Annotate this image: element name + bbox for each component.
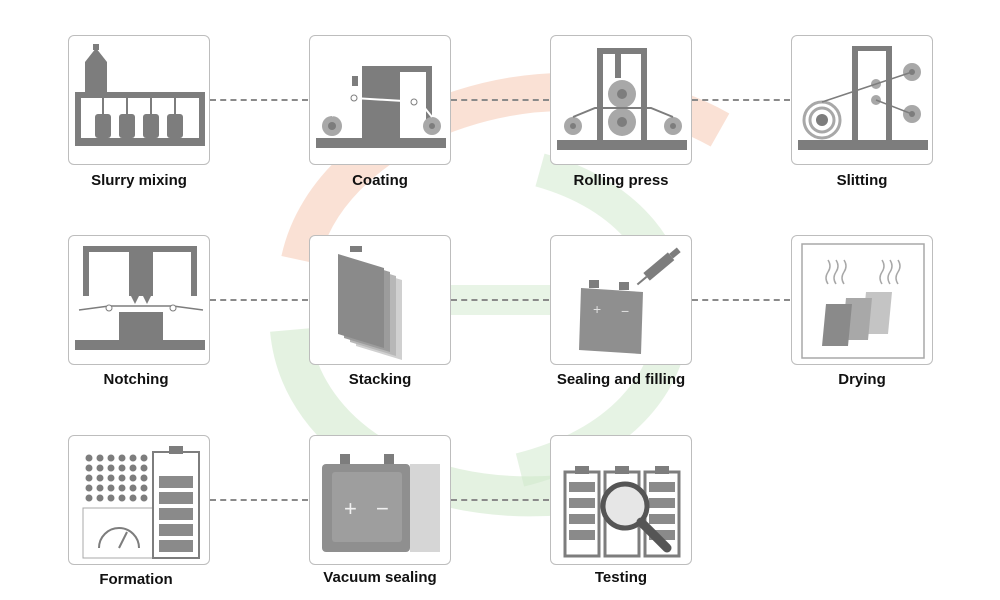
connector-line [451, 499, 549, 501]
svg-text:+: + [593, 301, 601, 317]
cell-dot [96, 464, 104, 472]
rolling-press-icon [557, 48, 687, 150]
step-label: Stacking [348, 371, 412, 388]
svg-text:−: − [376, 496, 389, 521]
step-card-slurry-mixing [68, 35, 210, 165]
testing-icon [563, 466, 681, 558]
vacuum-sealing-icon: + − [322, 454, 440, 552]
step-label: Drying [838, 371, 886, 388]
step-card-drying [791, 235, 933, 365]
cell-dot [85, 484, 93, 492]
cell-dot [129, 484, 137, 492]
cell-dot [118, 484, 126, 492]
cell-dot [96, 494, 104, 502]
connector-line [210, 99, 308, 101]
cell-dot [129, 494, 137, 502]
cell-dot [107, 464, 115, 472]
step-card-slitting [791, 35, 933, 165]
connector-line [210, 499, 308, 501]
cell-dot [96, 474, 104, 482]
cell-dot [107, 454, 115, 462]
slurry-mixing-icon [75, 44, 205, 146]
cell-dot [129, 454, 137, 462]
cell-dot [118, 474, 126, 482]
step-label: Notching [103, 371, 169, 388]
connector-line [451, 299, 549, 301]
coating-icon [316, 66, 446, 148]
cell-dot [107, 474, 115, 482]
step-card-coating [309, 35, 451, 165]
cell-dot [129, 464, 137, 472]
svg-text:−: − [621, 303, 629, 319]
step-card-stacking [309, 235, 451, 365]
cell-dot [107, 484, 115, 492]
cell-dot [118, 464, 126, 472]
step-label: Formation [99, 571, 173, 588]
cell-dot [140, 464, 148, 472]
step-label: Slurry mixing [91, 172, 187, 189]
step-label: Rolling press [573, 172, 669, 189]
cell-dot [118, 454, 126, 462]
cell-dot [107, 494, 115, 502]
cell-dot [129, 474, 137, 482]
drying-icon [801, 243, 925, 359]
cell-dot [140, 454, 148, 462]
cell-dot [85, 464, 93, 472]
cell-dot [85, 494, 93, 502]
step-label: Testing [594, 569, 648, 586]
step-label: Slitting [836, 172, 888, 189]
cell-dot [118, 494, 126, 502]
cell-dot [85, 454, 93, 462]
connector-line [692, 99, 790, 101]
step-card-notching [68, 235, 210, 365]
stacking-icon [338, 246, 402, 360]
connector-line [451, 99, 549, 101]
cell-dot [140, 484, 148, 492]
cell-dot [96, 484, 104, 492]
cell-dot [96, 454, 104, 462]
step-card-sealing-filling: + − [550, 235, 692, 365]
step-card-vacuum-sealing: + − [309, 435, 451, 565]
cell-dot [85, 474, 93, 482]
formation-icon [82, 446, 200, 559]
connector-line [210, 299, 308, 301]
step-card-rolling-press [550, 35, 692, 165]
cell-dot [140, 474, 148, 482]
step-label: Sealing and filling [556, 371, 686, 388]
notching-icon [75, 246, 205, 350]
cell-dot [140, 494, 148, 502]
connector-line [692, 299, 790, 301]
step-card-testing [550, 435, 692, 565]
slitting-icon [798, 46, 928, 150]
step-card-formation [68, 435, 210, 565]
step-label: Coating [352, 172, 408, 189]
step-label: Vacuum sealing [323, 569, 437, 586]
sealing-filling-icon: + − [579, 247, 681, 354]
svg-text:+: + [344, 496, 357, 521]
